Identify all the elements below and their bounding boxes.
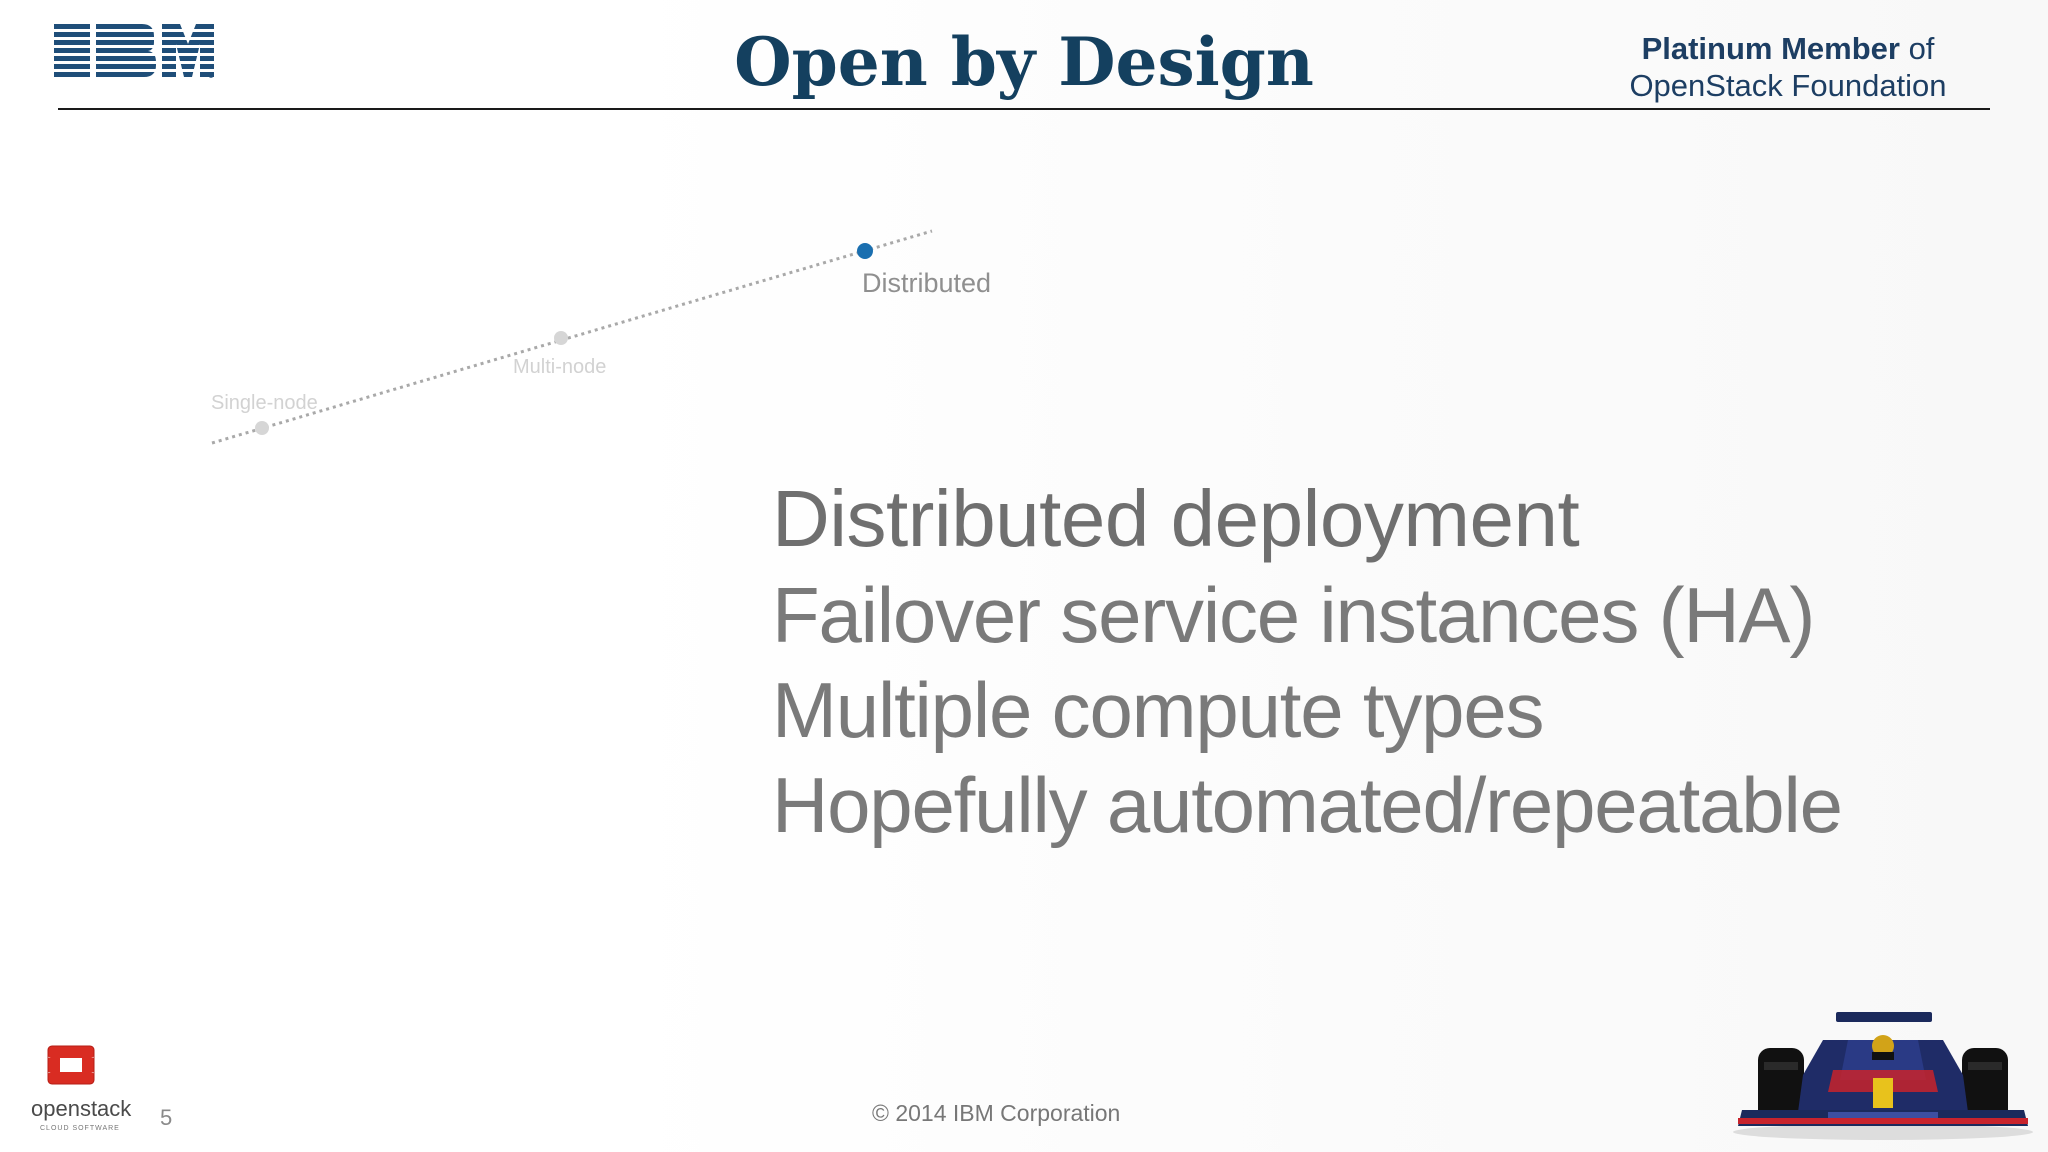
ibm-logo [54,24,214,78]
content-item-compute: Multiple compute types [772,666,1545,754]
membership-of: of [1899,31,1935,66]
stage-label-multi-node: Multi-node [513,356,607,378]
openstack-wordmark: openstack [31,1096,132,1121]
timeline-line [211,229,933,445]
membership-level: Platinum Member [1641,31,1900,66]
stage-label-distributed: Distributed [862,268,992,298]
stage-dot-multi-node [554,331,568,345]
stage-label-single-node: Single-node [211,392,318,414]
openstack-logo: openstack CLOUD SOFTWARE [31,1045,132,1132]
page-number: 5 [160,1105,173,1130]
stage-dot-single-node [255,421,269,435]
content-item-ha: Failover service instances (HA) [772,571,1815,659]
membership-badge: Platinum Member of OpenStack Foundation [1608,30,1968,104]
race-car-image [1733,1012,2033,1140]
copyright: © 2014 IBM Corporation [872,1100,1121,1126]
content-heading: Distributed deployment [772,474,1580,563]
content-block: Distributed deployment Failover service … [772,470,1972,853]
openstack-subtext: CLOUD SOFTWARE [40,1125,120,1132]
stage-dot-distributed [857,243,873,259]
page-title: Open by Design [734,23,1314,101]
membership-organization: OpenStack Foundation [1629,68,1947,103]
content-item-automation: Hopefully automated/repeatable [772,761,1843,849]
header-divider [58,108,1990,110]
